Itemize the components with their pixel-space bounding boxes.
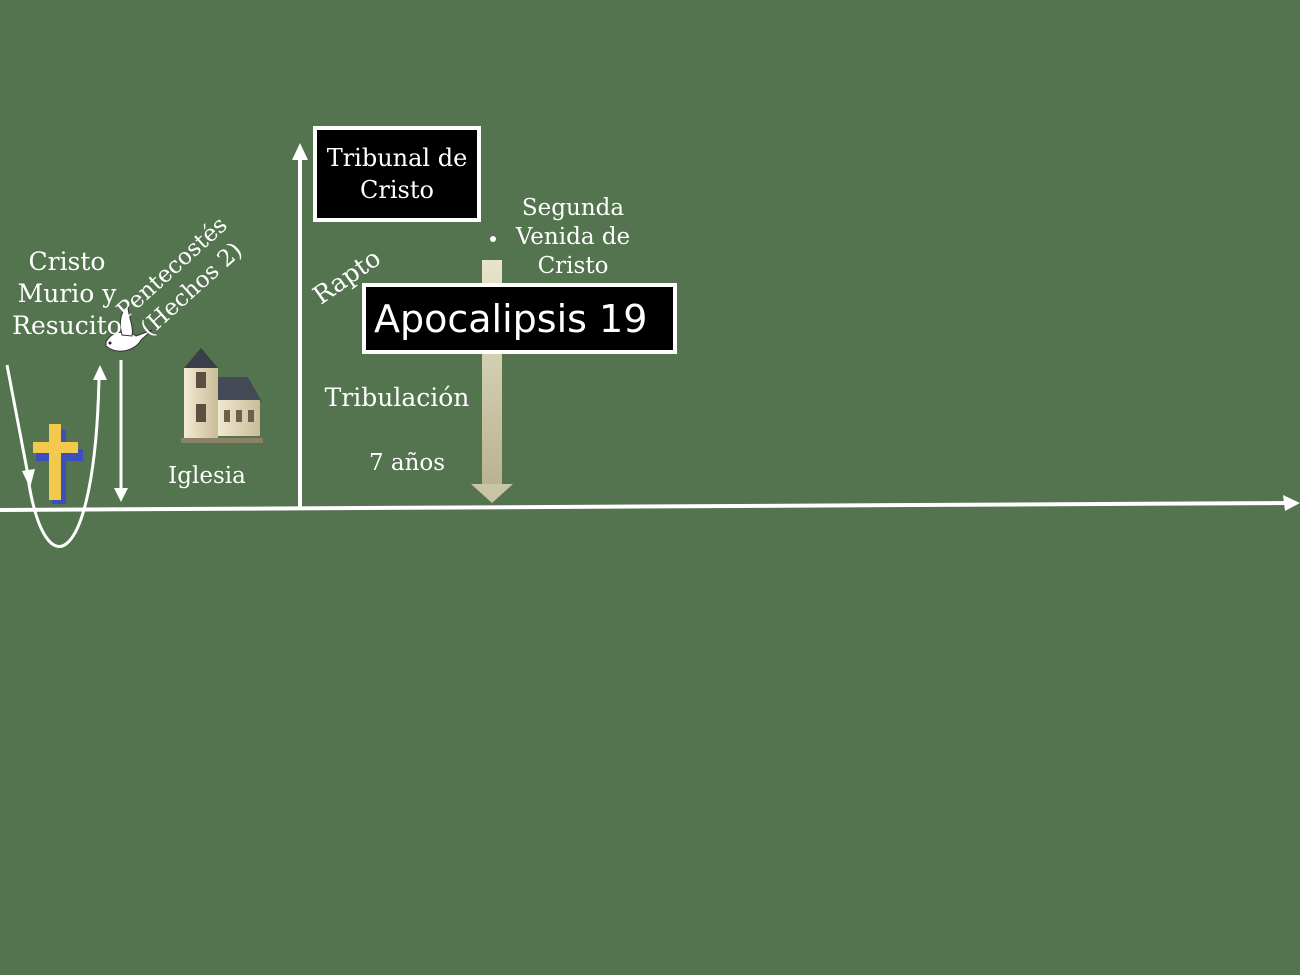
tribunal-label: Tribunal de Cristo	[326, 144, 468, 204]
timeline-axis	[0, 495, 1300, 512]
resurrection-arrow	[26, 365, 107, 548]
church-icon	[181, 348, 263, 443]
apocalipsis-box: Apocalipsis 19	[362, 283, 677, 354]
label-tribulacion: Tribulación	[324, 383, 470, 412]
label-segunda-venida: Segunda Venida de Cristo	[515, 195, 631, 279]
dove-icon	[105, 305, 153, 352]
descent-arrow	[5, 364, 35, 488]
rapture-arrow	[292, 143, 308, 508]
label-cristo: Cristo Murio y Resucito	[12, 247, 122, 340]
label-anos: 7 años	[368, 450, 446, 476]
cross-icon	[33, 424, 83, 504]
tribunal-box: Tribunal de Cristo	[313, 126, 481, 222]
label-iglesia: Iglesia	[168, 463, 246, 489]
pentecost-arrow	[114, 360, 128, 502]
apocalipsis-label: Apocalipsis 19	[374, 296, 648, 341]
bullet-dot	[490, 236, 496, 242]
